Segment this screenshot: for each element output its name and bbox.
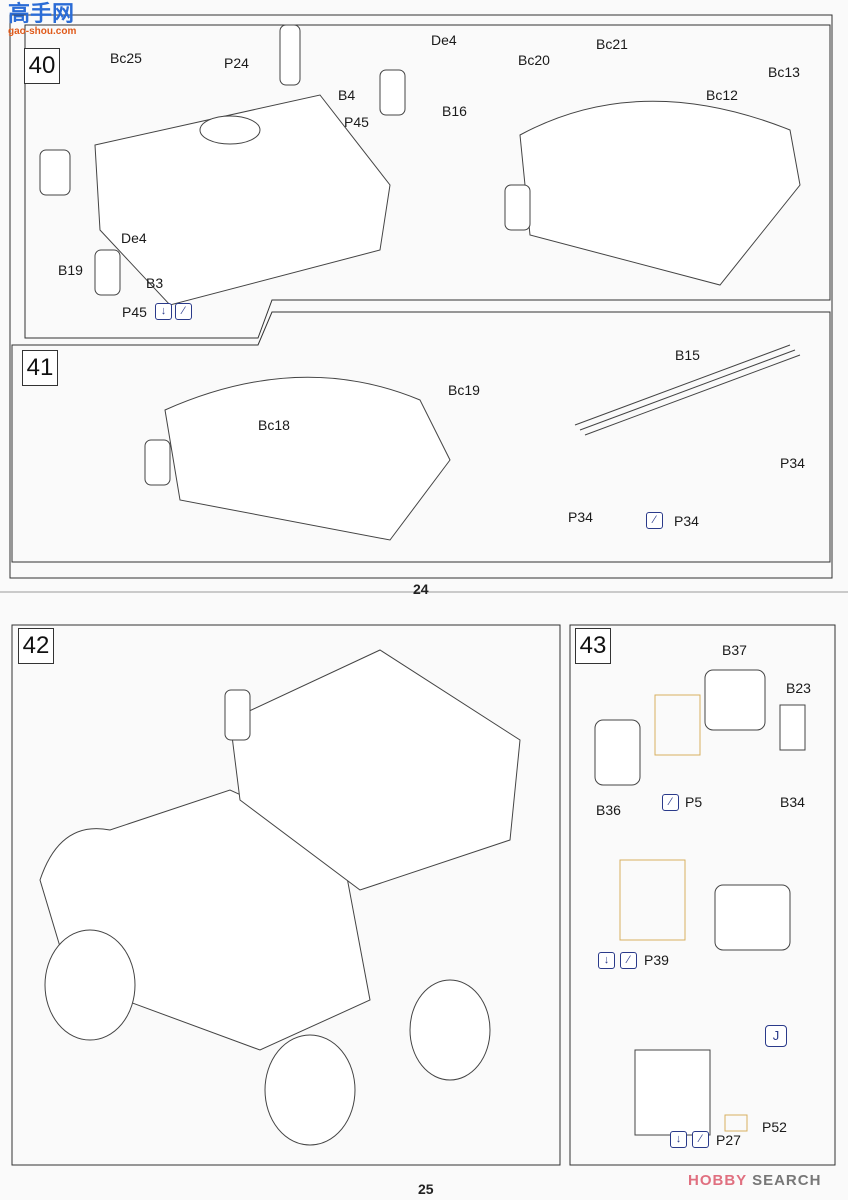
part-label: P52 [762,1119,787,1135]
part-label: B37 [722,642,747,658]
part-label: B4 [338,87,356,103]
bend-icon: ⁄ [175,303,192,320]
glue-icon: ↓ [670,1131,687,1148]
part-label: P24 [224,55,249,71]
page-number: 24 [413,581,429,597]
filter-step42 [224,689,251,741]
part-label: B36 [596,802,621,818]
watermark-hobbysearch: HOBBY SEARCH [688,1172,822,1189]
glue-icon: ↓ [155,303,172,320]
bend-icon: ⁄ [646,512,663,529]
part-label: P27 [716,1132,741,1148]
part-label: P5 [685,794,703,810]
part-P39 [619,859,686,941]
step-43-number: 43 [575,628,611,664]
rail-assembly [574,344,801,436]
tank-step42 [229,649,521,891]
rack-assembly [634,1049,711,1136]
step-42-frame [11,624,561,1166]
part-label: B34 [780,794,805,810]
filter-left [39,149,71,196]
step-41-frame [11,311,831,563]
tank-hatch [199,115,261,145]
part-label: Bc25 [110,50,142,66]
glue-icon: ↓ [598,952,615,969]
bend-icon: ⁄ [620,952,637,969]
part-B37 [704,669,766,731]
page-number: 25 [418,1181,434,1197]
part-B23 [779,704,806,751]
part-P27 [724,1114,748,1132]
step-41-number: 41 [22,350,58,386]
step-42-number: 42 [18,628,54,664]
part-label: P34 [568,509,593,525]
part-label: B16 [442,103,467,119]
part-label: P45 [344,114,369,130]
part-label: B19 [58,262,83,278]
part-label: Bc18 [258,417,290,433]
filter-top [279,24,301,86]
rear-wheel-2 [409,979,491,1081]
step-40-number: 40 [24,48,60,84]
filter-step41 [144,439,171,486]
part-B36 [594,719,641,786]
part-label: Bc20 [518,52,550,68]
rear-wheel [264,1034,356,1146]
part-label: P39 [644,952,669,968]
step-40-frame [24,24,831,339]
part-label: De4 [431,32,457,48]
part-label: P34 [780,455,805,471]
front-wheel [44,929,136,1041]
part-label: B15 [675,347,700,363]
filter-right [504,184,531,231]
filter-detail [94,249,121,296]
part-label: B23 [786,680,811,696]
filter-detail-2 [379,69,406,116]
jerrycan-assembly [714,884,791,951]
bend-icon: ⁄ [692,1131,709,1148]
part-label: Bc12 [706,87,738,103]
option-badge-j: J [765,1025,787,1047]
tank-step40-a [94,94,391,306]
part-P5 [654,694,701,756]
part-label: P34 [674,513,699,529]
tank-step41 [164,376,451,541]
tank-step40-b [519,100,801,286]
part-label: Bc21 [596,36,628,52]
part-label: Bc19 [448,382,480,398]
part-label: De4 [121,230,147,246]
part-label: P45 [122,304,147,320]
bend-icon: ⁄ [662,794,679,811]
page-24-frame [9,14,833,579]
part-label: Bc13 [768,64,800,80]
part-label: B3 [146,275,164,291]
step-43-frame [569,624,836,1166]
